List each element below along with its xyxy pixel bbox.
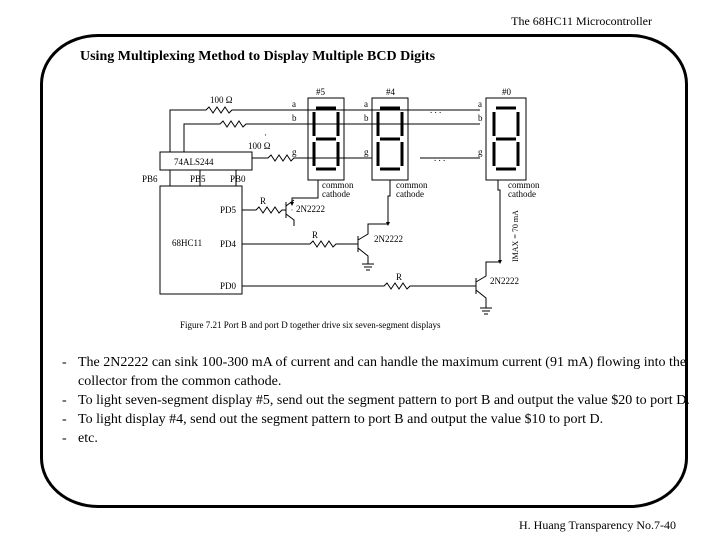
digit-0-segments — [492, 106, 520, 171]
figure-caption: Figure 7.21 Port B and port D together d… — [180, 320, 441, 330]
display-5-box — [307, 97, 345, 181]
dots-mid: . . . — [434, 153, 445, 163]
course-header: The 68HC11 Microcontroller — [511, 14, 652, 28]
pb6-label: PB6 — [142, 174, 158, 184]
pd0-wire — [242, 282, 476, 290]
transistor-label-2: 2N2222 — [374, 234, 403, 244]
pb0-label: PB0 — [230, 174, 246, 184]
display-5-label: #5 — [316, 87, 326, 97]
circuit-diagram: 74ALS244 68HC11 100 Ω 100 Ω #5 #4 #0 a b… — [142, 87, 540, 330]
bullet-item: -The 2N2222 can sink 100-300 mA of curre… — [62, 355, 687, 389]
slide-frame — [40, 34, 688, 508]
pd4-label: PD4 — [220, 239, 237, 249]
seg-b-label: b — [292, 113, 297, 123]
seg-b-label-4: b — [364, 113, 369, 123]
mcu-label: 68HC11 — [172, 238, 202, 248]
seg-a-label-4: a — [364, 99, 368, 109]
resistor-b-wire — [183, 120, 310, 152]
display-4-label: #4 — [386, 87, 396, 97]
bullet-item: -To light seven-segment display #5, send… — [62, 393, 690, 408]
cc4-line1: common — [396, 180, 428, 190]
pd4-wire — [242, 240, 358, 248]
transistor-label-1: 2N2222 — [296, 204, 325, 214]
transistor-label-3: 2N2222 — [490, 276, 519, 286]
pd0-label: PD0 — [220, 281, 237, 291]
pd5-wire — [242, 206, 286, 214]
slide-title: Using Multiplexing Method to Display Mul… — [80, 49, 436, 64]
display-0-box — [485, 97, 527, 181]
seg-g-label-0: g — [478, 147, 483, 157]
buffer-label: 74ALS244 — [174, 157, 214, 167]
seg-a-label-0: a — [478, 99, 482, 109]
bullet-list: -The 2N2222 can sink 100-300 mA of curre… — [60, 353, 690, 448]
buffer-box — [159, 151, 253, 171]
bullet-item: -To light display #4, send out the segme… — [62, 412, 604, 427]
seg-b-label-0: b — [478, 113, 483, 123]
digit-5-segments — [312, 106, 340, 171]
r-label-2: R — [312, 230, 318, 240]
display-0-label: #0 — [502, 87, 512, 97]
digit-4-segments — [376, 106, 404, 171]
resistor-100-label-top: 100 Ω — [210, 95, 233, 105]
cc0-line2: cathode — [508, 189, 536, 199]
pb5-label: PB5 — [190, 174, 206, 184]
cc4-line2: cathode — [396, 189, 424, 199]
footer-credit: H. Huang Transparency No.7-40 — [519, 518, 676, 532]
pd5-label: PD5 — [220, 205, 237, 215]
dots-top: . . . — [430, 105, 441, 115]
resistor-100-label-g: 100 Ω — [248, 141, 271, 151]
cc0-line1: common — [508, 180, 540, 190]
cc5-line1: common — [322, 180, 354, 190]
dots-vertical-1: · — [264, 130, 267, 140]
resistor-a-wire — [169, 106, 310, 152]
current-label: IMAX = 70 mA — [511, 210, 520, 262]
r-label-1: R — [260, 196, 266, 206]
bullet-item: -etc. — [62, 431, 98, 446]
seg-a-label: a — [292, 99, 296, 109]
seg-g-label: g — [292, 147, 297, 157]
cc5-line2: cathode — [322, 189, 350, 199]
r-label-3: R — [396, 272, 402, 282]
seg-g-label-4: g — [364, 147, 369, 157]
resistor-g-wire — [252, 154, 310, 162]
mcu-box — [159, 185, 243, 295]
